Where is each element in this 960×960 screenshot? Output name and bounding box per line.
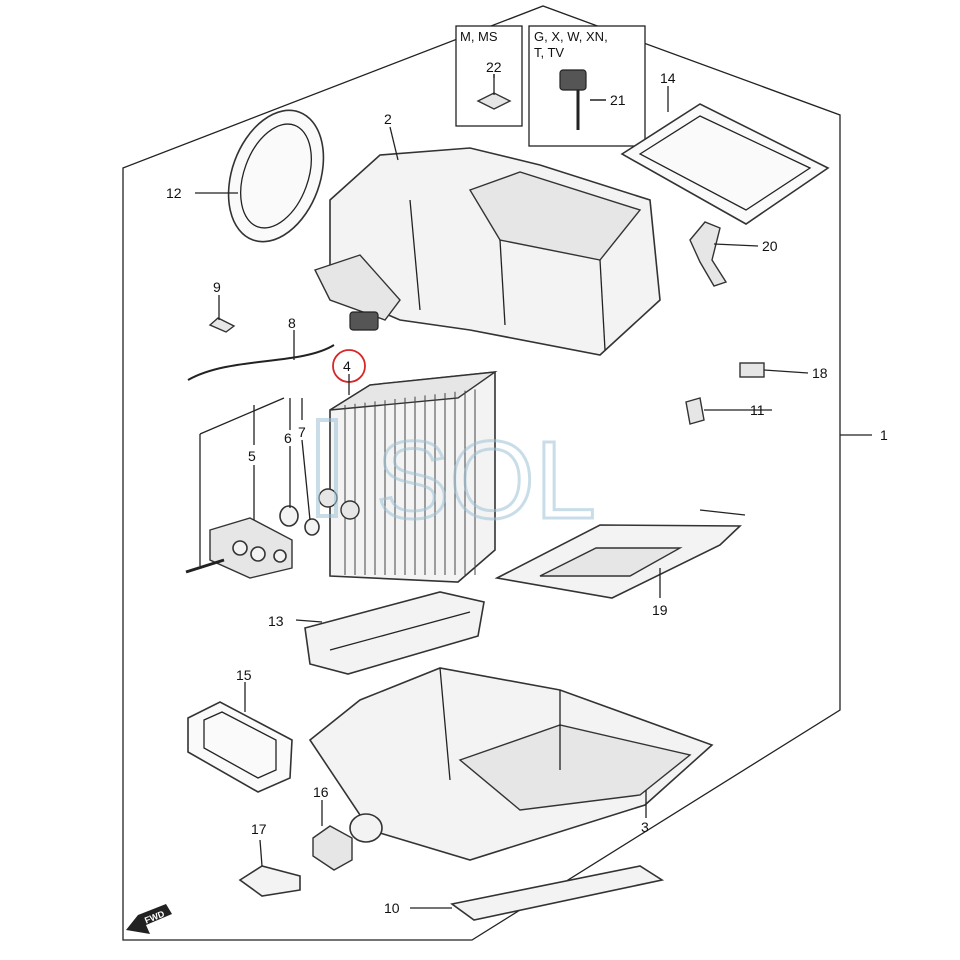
clip-20 (689, 221, 728, 287)
evaporator-4 (318, 371, 498, 583)
callout-21: 21 (610, 92, 626, 108)
leader-lines (195, 74, 872, 909)
callout-11: 11 (750, 402, 765, 418)
callout-16: 16 (313, 784, 329, 800)
callout-5: 5 (248, 448, 256, 464)
clip-11 (685, 397, 705, 425)
strip-10 (450, 865, 665, 921)
callout-19: 19 (652, 602, 668, 618)
lower-case-3 (308, 667, 714, 861)
variant-box-b-title-line1: G, X, W, XN, (534, 29, 608, 44)
forward-arrow-icon: FWD (126, 904, 172, 934)
seal-14 (620, 103, 830, 225)
upper-case-2 (314, 147, 661, 356)
callout-3: 3 (641, 819, 649, 835)
variant-box-b: G, X, W, XN, T, TV (528, 25, 646, 147)
drain-tray-13 (304, 591, 485, 675)
variant-box-a-title: M, MS (460, 29, 498, 44)
callout-14: 14 (660, 70, 676, 86)
callout-20: 20 (762, 238, 778, 254)
motor-parts-16-17 (238, 813, 383, 897)
callout-6: 6 (284, 430, 292, 446)
callout-2: 2 (384, 111, 392, 127)
callout-9: 9 (213, 279, 221, 295)
filter-19 (494, 509, 746, 599)
seal-12 (227, 109, 325, 243)
watermark: SOL (316, 418, 598, 544)
callout-22: 22 (486, 59, 502, 75)
callout-1: 1 (880, 427, 888, 443)
callout-8: 8 (288, 315, 296, 331)
callout-15: 15 (236, 667, 252, 683)
callout-10: 10 (384, 900, 400, 916)
seal-15 (187, 701, 293, 793)
callout-12: 12 (166, 185, 182, 201)
sensor-8-9 (187, 311, 379, 381)
variant-box-a: M, MS (455, 25, 523, 127)
callouts: 1 2 3 4 5 6 7 8 9 10 11 12 13 14 15 16 1… (166, 59, 888, 916)
variant-box-b-title-line2: T, TV (534, 45, 564, 60)
callout-4: 4 (343, 358, 351, 374)
assembly-frame (122, 5, 841, 941)
expansion-valve-5 (185, 505, 320, 579)
watermark-text: SOL (376, 419, 596, 542)
callout-13: 13 (268, 613, 284, 629)
clip-18 (739, 362, 765, 378)
callout-18: 18 (812, 365, 828, 381)
callout-7: 7 (298, 424, 306, 440)
callout-17: 17 (251, 821, 267, 837)
fwd-label: FWD (143, 908, 166, 925)
